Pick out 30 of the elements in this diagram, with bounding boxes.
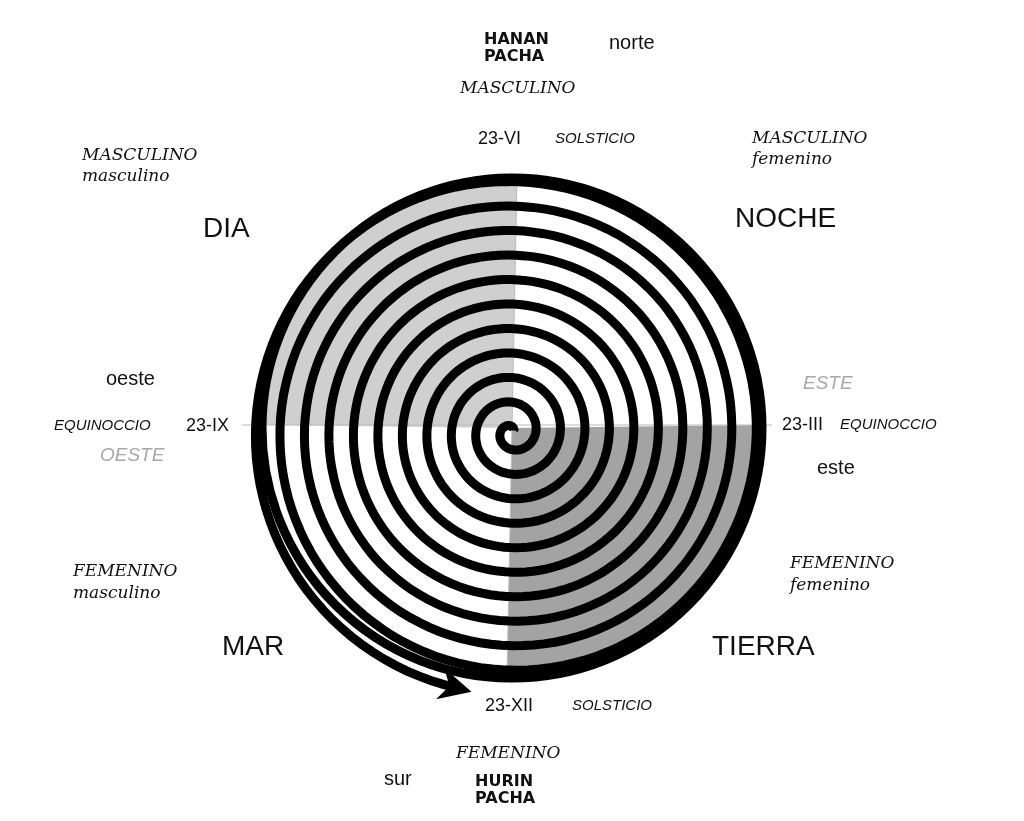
label: MAR bbox=[222, 631, 285, 661]
label: DIA bbox=[203, 213, 250, 243]
event-label: EQUINOCCIO bbox=[840, 416, 937, 432]
gender-label: MASCULINO bbox=[82, 146, 198, 164]
label: 23-VI bbox=[478, 128, 522, 148]
gender-label: masculino bbox=[73, 584, 161, 602]
gender-label: FEMENINO bbox=[73, 562, 178, 580]
label: TIERRA bbox=[712, 631, 815, 661]
label: 23-XII bbox=[485, 695, 534, 715]
event-label: EQUINOCCIO bbox=[54, 417, 151, 433]
gender-label: femenino bbox=[752, 150, 833, 168]
gender-label: MASCULINO bbox=[460, 79, 576, 97]
gender-label: masculino bbox=[82, 167, 170, 185]
title-label: HURIN PACHA bbox=[475, 773, 537, 807]
faint-label: ESTE bbox=[803, 373, 853, 393]
gender-label: MASCULINO bbox=[752, 129, 868, 147]
event-label: SOLSTICIO bbox=[572, 697, 653, 713]
label: 23-IX bbox=[186, 415, 230, 435]
label: NOCHE bbox=[735, 203, 837, 233]
label: oeste bbox=[106, 367, 155, 389]
title-label: HANAN PACHA bbox=[484, 31, 550, 65]
label: sur bbox=[384, 767, 412, 789]
gender-label: femenino bbox=[790, 576, 871, 594]
event-label: SOLSTICIO bbox=[555, 130, 636, 146]
label: norte bbox=[609, 31, 655, 53]
label: este bbox=[817, 456, 855, 478]
gender-label: FEMENINO bbox=[456, 744, 561, 762]
faint-label: OESTE bbox=[100, 445, 165, 465]
label: 23-III bbox=[782, 414, 824, 434]
gender-label: FEMENINO bbox=[790, 554, 895, 572]
